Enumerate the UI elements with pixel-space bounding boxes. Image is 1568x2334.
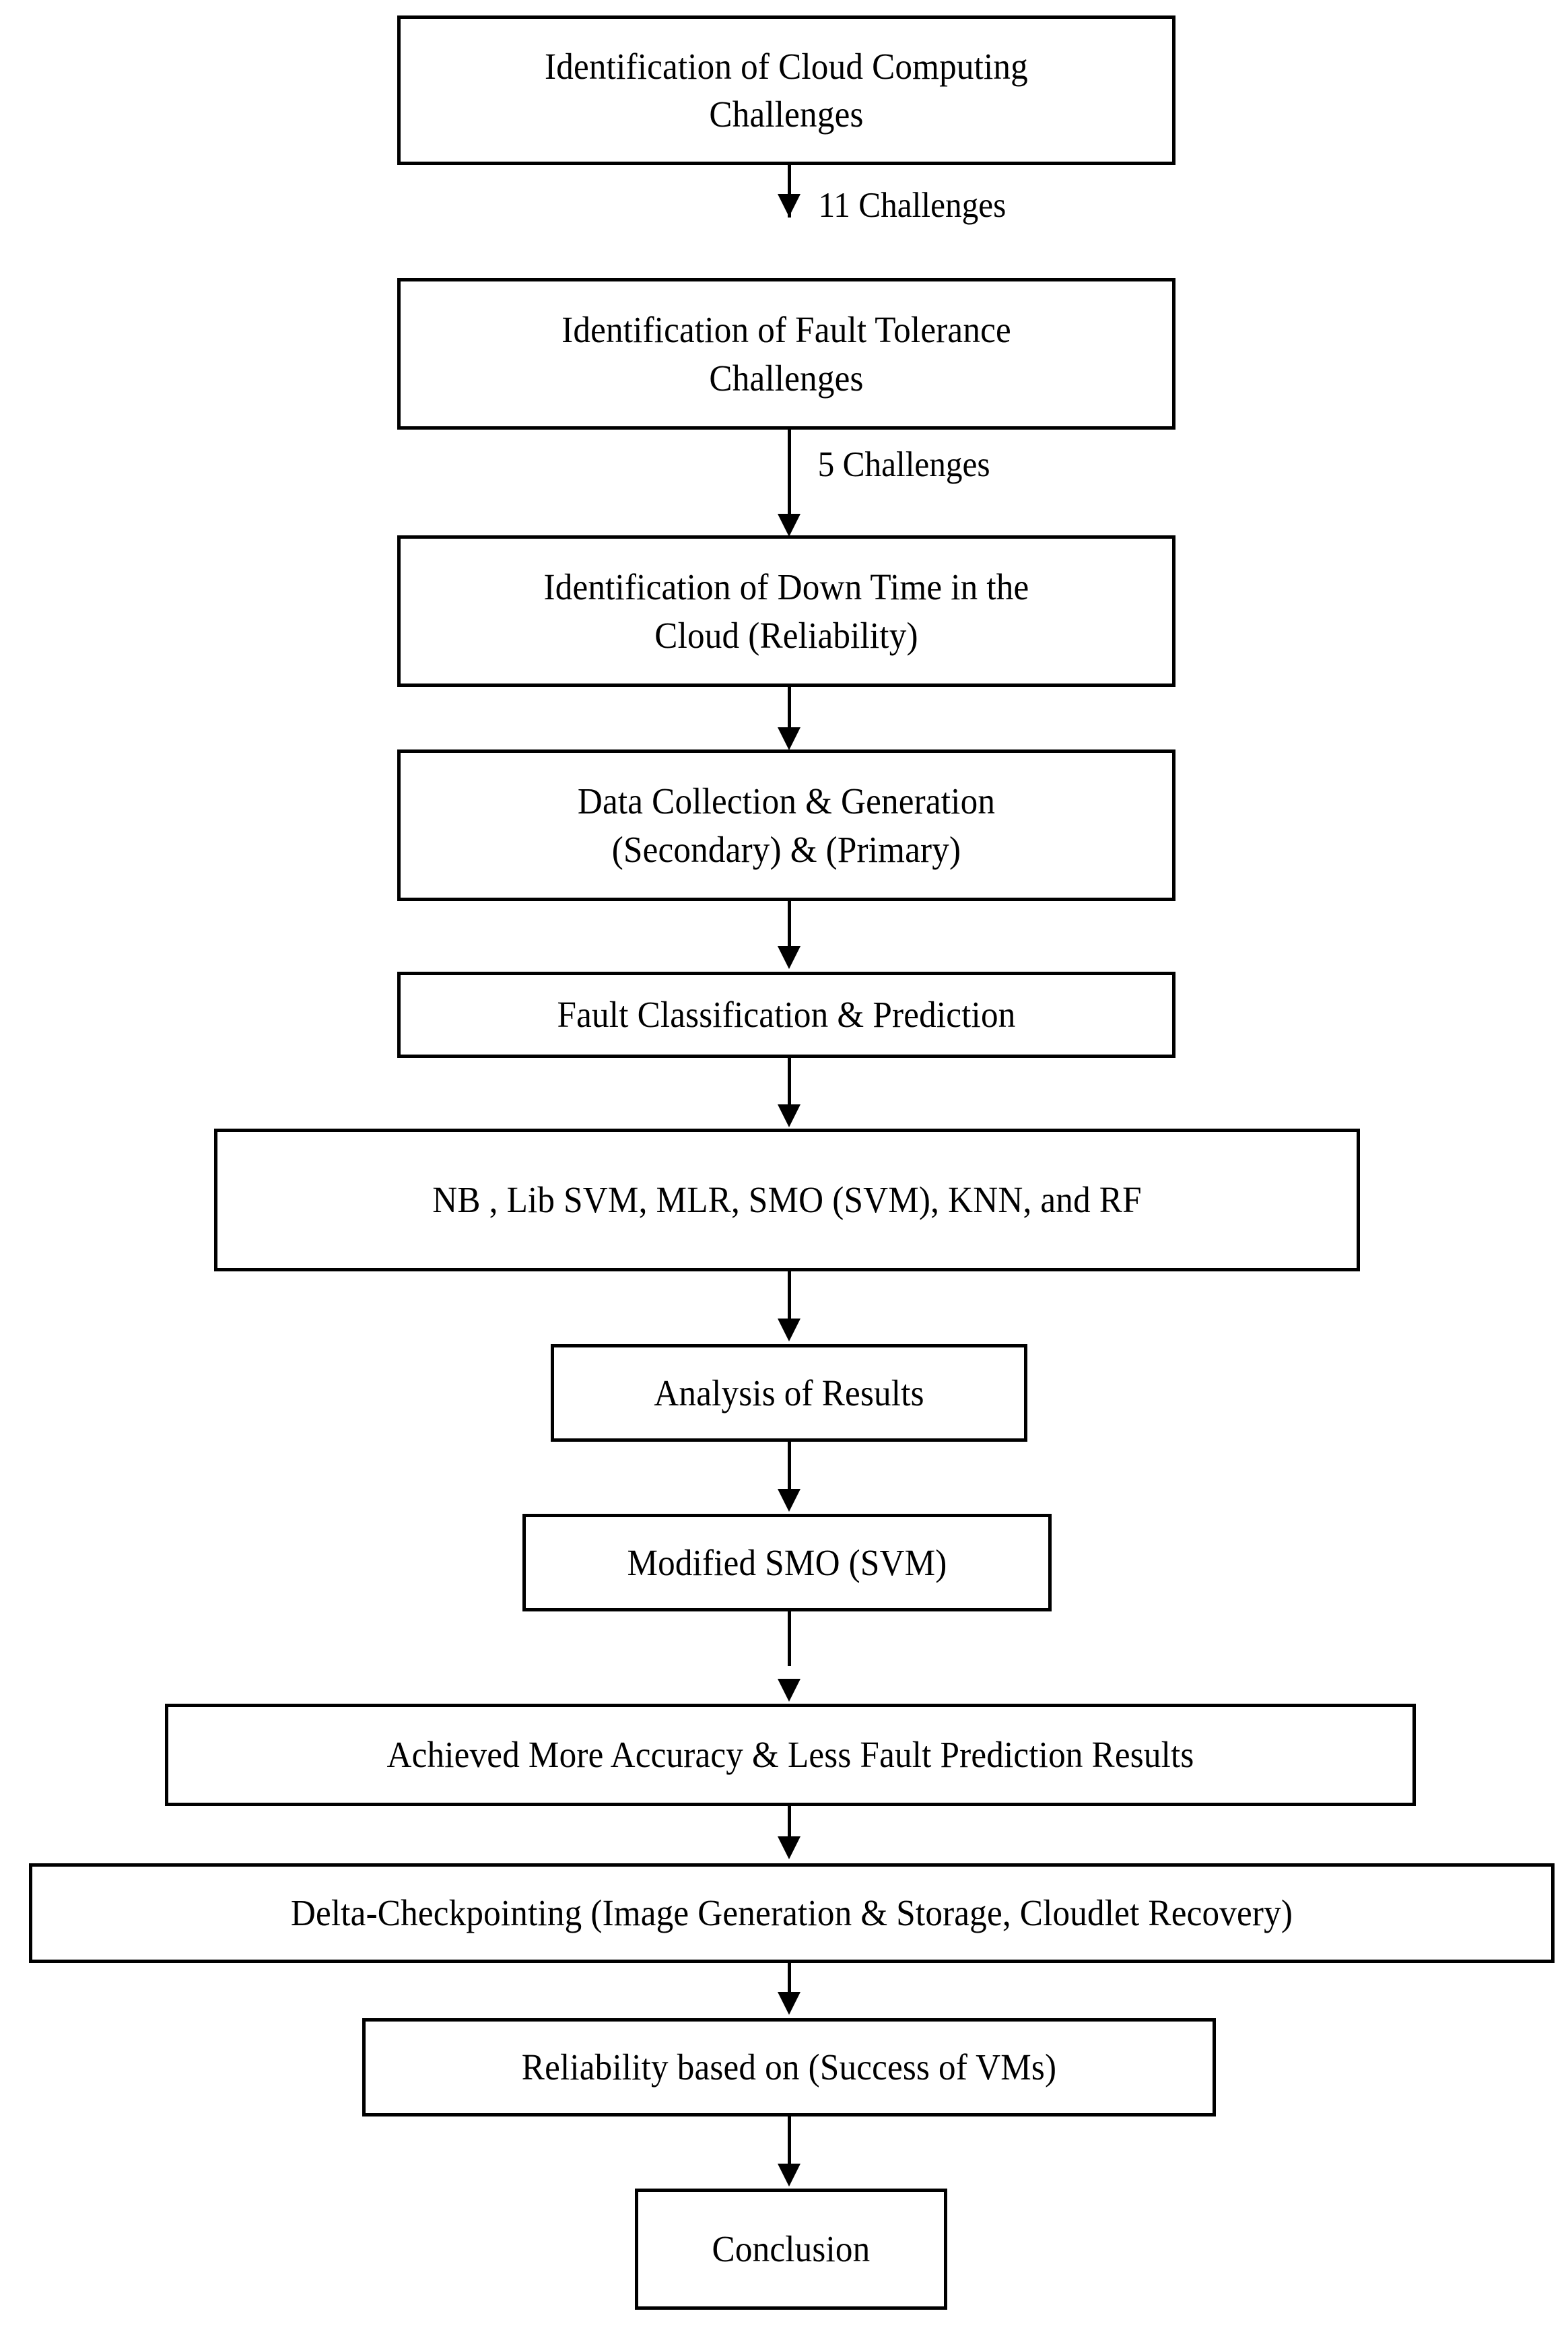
connector-n5-n6 <box>788 1057 791 1111</box>
node-modified-smo-svm[interactable]: Modified SMO (SVM) <box>522 1514 1052 1611</box>
node-fault-classification-prediction[interactable]: Fault Classification & Prediction <box>397 972 1175 1058</box>
node-label: Fault Classification & Prediction <box>557 994 1016 1036</box>
arrowhead-n10-n11 <box>778 1992 800 2015</box>
node-data-collection-generation[interactable]: Data Collection & Generation (Secondary)… <box>397 749 1175 901</box>
node-label: Delta-Checkpointing (Image Generation & … <box>290 1892 1293 1934</box>
node-label: Analysis of Results <box>654 1372 924 1413</box>
node-label: Achieved More Accuracy & Less Fault Pred… <box>386 1734 1194 1776</box>
connector-n7-n8 <box>788 1441 791 1495</box>
node-analysis-of-results[interactable]: Analysis of Results <box>551 1344 1027 1442</box>
node-delta-checkpointing[interactable]: Delta-Checkpointing (Image Generation & … <box>29 1863 1555 1963</box>
node-conclusion[interactable]: Conclusion <box>635 2189 947 2310</box>
connector-n6-n7 <box>788 1271 791 1327</box>
arrowhead-n11-n12 <box>778 2164 800 2187</box>
connector-n4-n5 <box>788 901 791 956</box>
connector-n3-n4 <box>788 686 791 738</box>
node-label: Conclusion <box>712 2228 871 2270</box>
node-label: Identification of Cloud Computing Challe… <box>545 45 1028 135</box>
edge-label-text: 5 Challenges <box>817 445 990 484</box>
node-identification-fault-tolerance-challenges[interactable]: Identification of Fault Tolerance Challe… <box>397 278 1175 430</box>
edge-label-text: 11 Challenges <box>818 186 1007 225</box>
arrowhead-n8-n9 <box>778 1679 800 1702</box>
arrowhead-n6-n7 <box>778 1319 800 1341</box>
arrowhead-n5-n6 <box>778 1104 800 1127</box>
node-reliability-success-of-vms[interactable]: Reliability based on (Success of VMs) <box>362 2018 1216 2116</box>
connector-n10-n11 <box>788 1962 791 2004</box>
connector-n8-n9 <box>788 1611 791 1666</box>
node-identification-cloud-computing-challenges[interactable]: Identification of Cloud Computing Challe… <box>397 15 1175 165</box>
node-label: NB , Lib SVM, MLR, SMO (SVM), KNN, and R… <box>432 1179 1142 1221</box>
node-identification-down-time-cloud[interactable]: Identification of Down Time in the Cloud… <box>397 535 1175 687</box>
arrowhead-n7-n8 <box>778 1489 800 1512</box>
node-label: Reliability based on (Success of VMs) <box>521 2046 1057 2088</box>
arrowhead-n9-n10 <box>778 1836 800 1859</box>
arrowhead-n1-n2 <box>778 194 800 217</box>
node-classifier-algorithms[interactable]: NB , Lib SVM, MLR, SMO (SVM), KNN, and R… <box>214 1129 1360 1271</box>
arrowhead-n3-n4 <box>778 727 800 750</box>
arrowhead-n4-n5 <box>778 946 800 969</box>
connector-n9-n10 <box>788 1806 791 1848</box>
arrowhead-n2-n3 <box>778 514 800 537</box>
connector-n2-n3 <box>788 430 791 521</box>
node-achieved-more-accuracy[interactable]: Achieved More Accuracy & Less Fault Pred… <box>165 1704 1416 1806</box>
node-label: Identification of Fault Tolerance Challe… <box>561 309 1011 399</box>
node-label: Data Collection & Generation (Secondary)… <box>577 780 996 870</box>
edge-label-5-challenges: 5 Challenges <box>811 444 996 485</box>
node-label: Modified SMO (SVM) <box>627 1541 947 1583</box>
node-label: Identification of Down Time in the Cloud… <box>543 566 1029 656</box>
edge-label-11-challenges: 11 Challenges <box>811 185 1013 226</box>
connector-n1-n2 <box>788 164 791 218</box>
connector-n11-n12 <box>788 2116 791 2166</box>
